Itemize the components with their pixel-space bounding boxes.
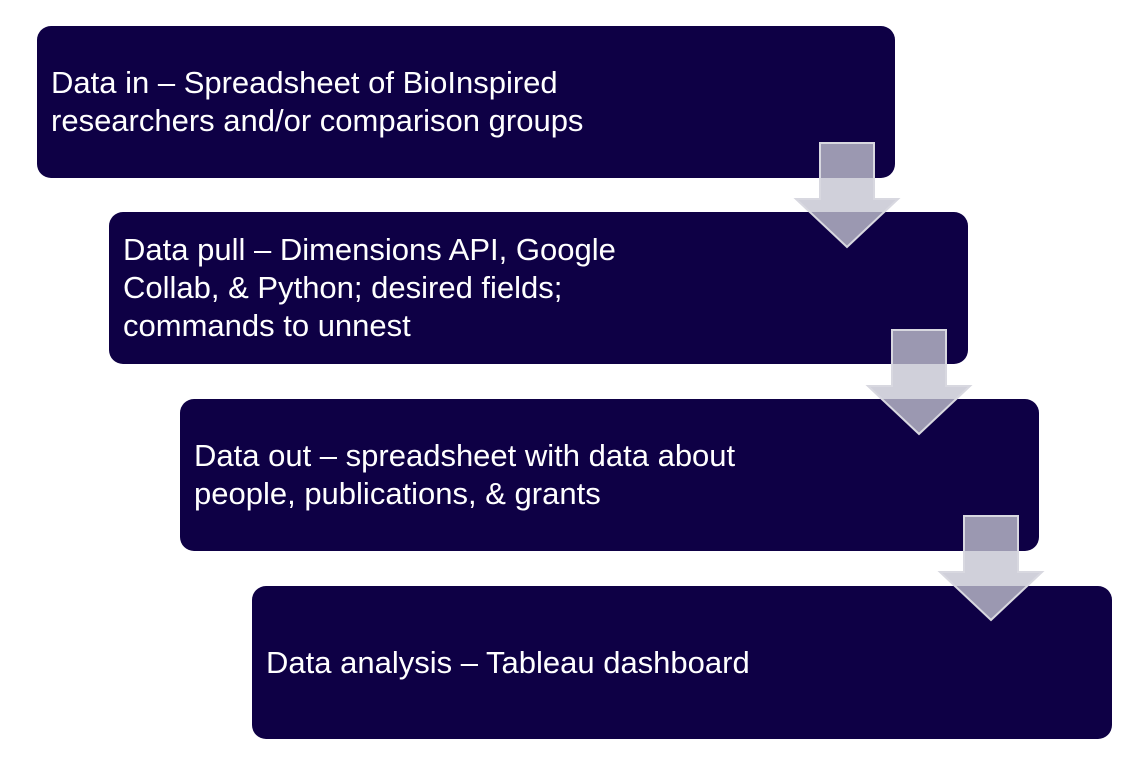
step-label: Data pull – Dimensions API, Google Colla…	[123, 232, 616, 343]
process-step-data-analysis: Data analysis – Tableau dashboard	[252, 586, 1112, 739]
step-label: Data analysis – Tableau dashboard	[266, 644, 750, 680]
step-label: Data out – spreadsheet with data about p…	[194, 438, 736, 511]
process-step-data-in: Data in – Spreadsheet of BioInspired res…	[37, 26, 895, 178]
step-label: Data in – Spreadsheet of BioInspired res…	[51, 65, 584, 138]
process-step-data-out: Data out – spreadsheet with data about p…	[180, 399, 1039, 551]
process-step-data-pull: Data pull – Dimensions API, Google Colla…	[109, 212, 968, 364]
